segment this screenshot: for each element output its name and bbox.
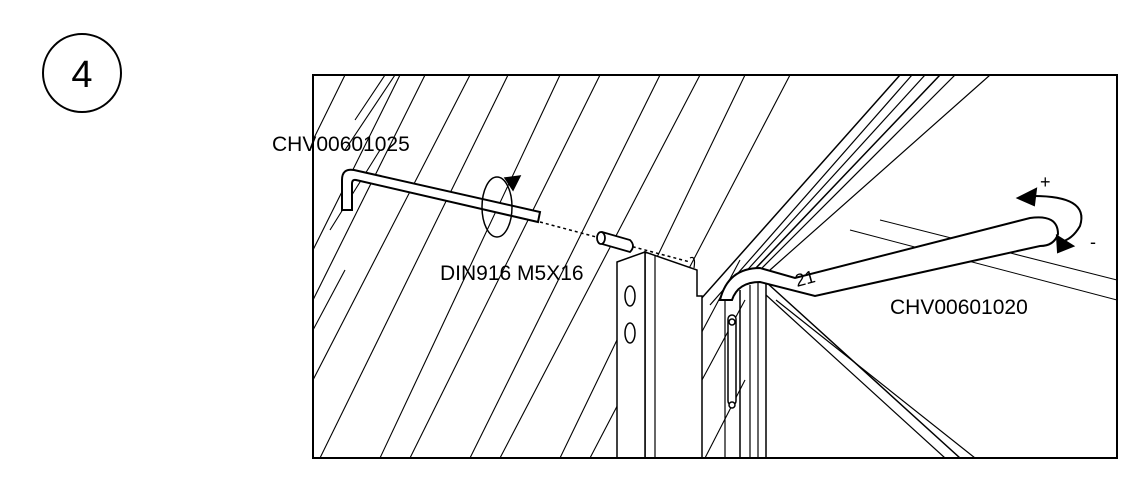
screw-label: DIN916 M5X16 [440,262,584,285]
minus-sign: - [1090,232,1096,252]
rotation-arrow-icon [481,175,522,238]
hex-key-label: CHV00601025 [272,133,410,156]
adjust-rotation-icon [1015,187,1083,254]
insertion-line [539,221,691,263]
frame-border [312,74,1118,459]
set-screw [596,230,634,254]
screw-hole [689,256,696,269]
spanner-label: CHV00601020 [890,296,1028,319]
step-badge: 4 [42,33,122,113]
step-number: 4 [71,54,92,96]
door-frame-rails [699,75,1117,458]
plus-sign: + [1040,172,1051,192]
hinge-plate [616,250,703,459]
door-hinge-pin [727,314,737,409]
spanner: 21 [718,216,1060,301]
illustration-frame [312,74,1118,459]
hex-key [341,168,542,224]
